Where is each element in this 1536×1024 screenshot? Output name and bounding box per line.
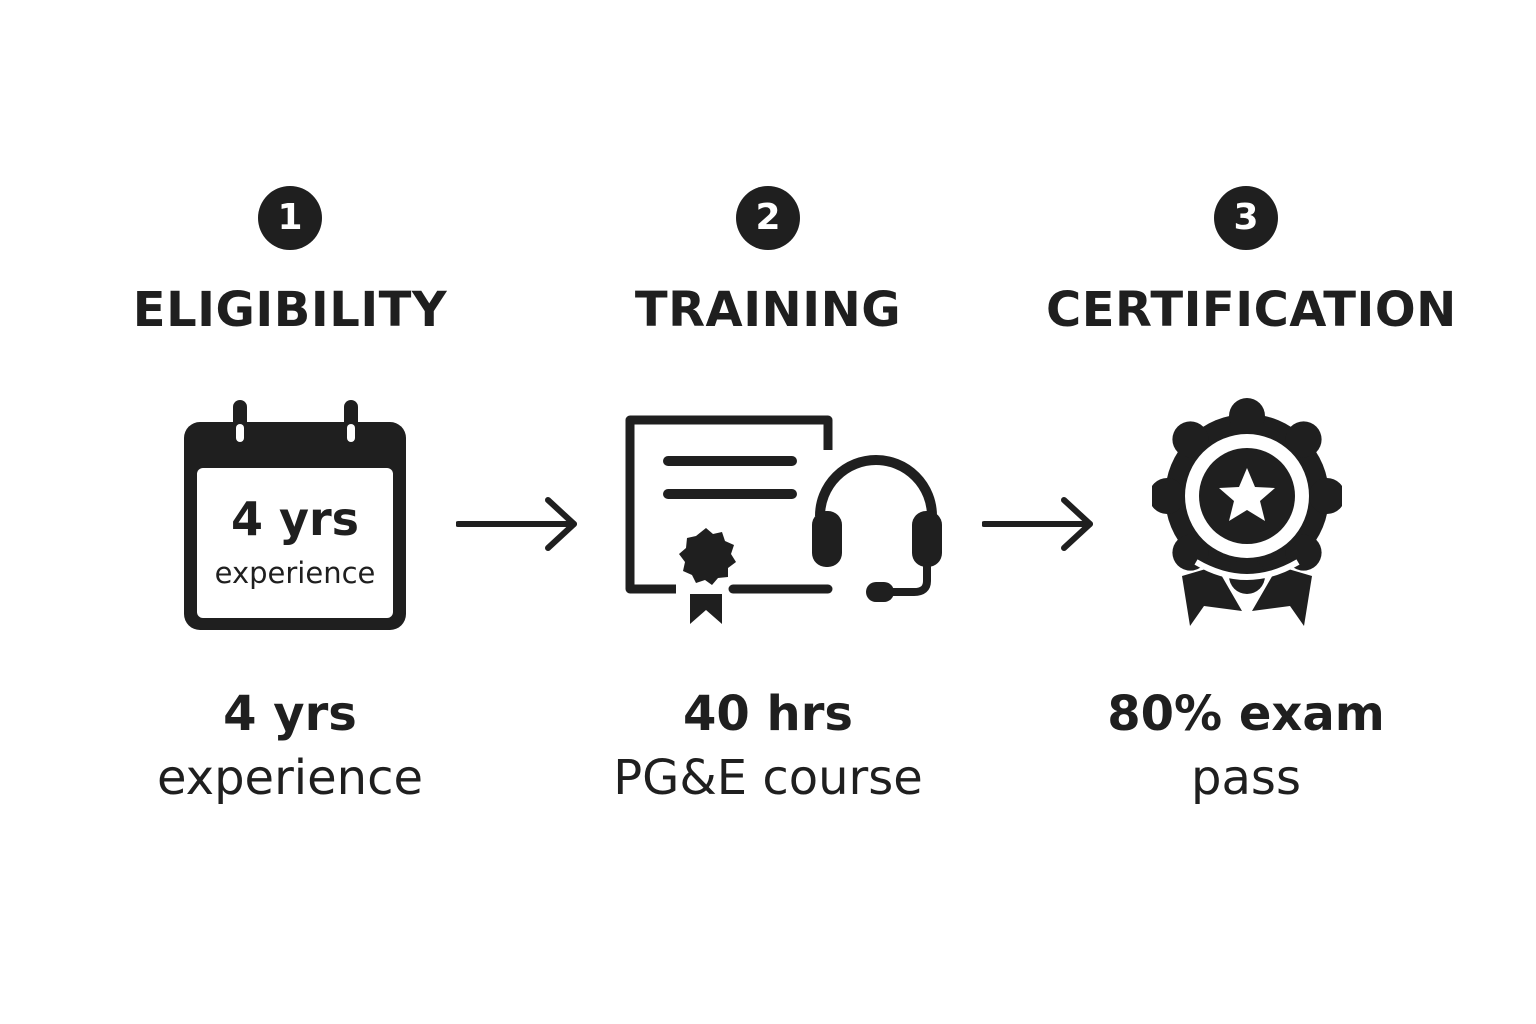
step-caption-primary: 80% exam: [1107, 686, 1385, 742]
certificate-headset-icon: [622, 396, 942, 636]
step-caption: 80% exam pass: [1086, 682, 1406, 810]
step-number-badge: 3: [1214, 186, 1278, 250]
step-training: 2 TRAINING 40 hrs PG&E course: [608, 0, 942, 1024]
step-certification: 3 CERTIFICATION: [1046, 0, 1456, 1024]
step-caption-primary: 40 hrs: [683, 686, 853, 742]
award-ribbon-icon: [1149, 396, 1345, 646]
step-caption-primary: 4 yrs: [223, 686, 357, 742]
award-ribbon-icon-graphic: [1149, 398, 1345, 626]
step-caption: 40 hrs PG&E course: [608, 682, 928, 810]
step-caption: 4 yrs experience: [130, 682, 450, 810]
step-caption-secondary: experience: [156, 750, 424, 806]
step-title: TRAINING: [634, 282, 902, 338]
step-caption-secondary: PG&E course: [613, 750, 923, 806]
step-title: ELIGIBILITY: [132, 282, 448, 338]
certificate-headset-icon-graphic: [625, 415, 942, 624]
calendar-icon-label: experience: [214, 556, 376, 590]
step-number-badge: 1: [258, 186, 322, 250]
calendar-icon-value: 4 yrs: [230, 492, 360, 546]
arrow-right-icon: [982, 497, 1093, 551]
calendar-icon: 4 yrs experience: [180, 396, 410, 636]
arrow-right-icon: [456, 497, 577, 551]
calendar-icon-graphic: [184, 400, 406, 630]
step-caption-secondary: pass: [1191, 750, 1301, 806]
step-number-badge: 2: [736, 186, 800, 250]
step-title: CERTIFICATION: [1046, 282, 1457, 338]
step-eligibility: 1 ELIGIBILITY 4 yrs experience 4 yrs exp…: [130, 0, 450, 1024]
